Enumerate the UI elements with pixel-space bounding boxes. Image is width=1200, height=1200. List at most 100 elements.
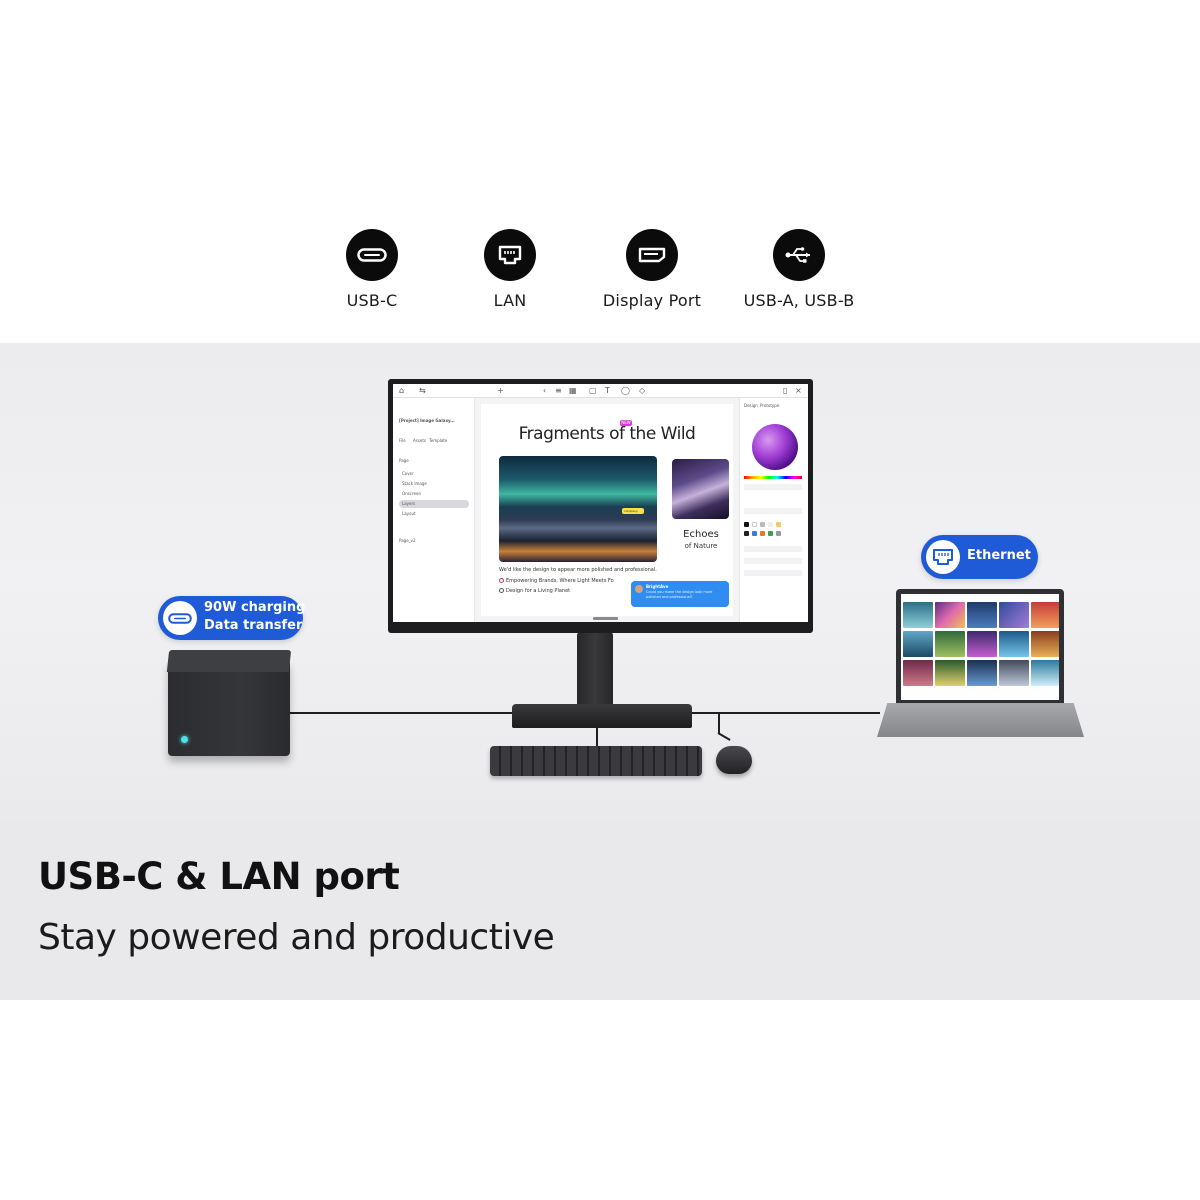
checked-icon	[499, 578, 504, 583]
gallery-tile	[967, 660, 997, 686]
display-port-icon	[626, 229, 678, 281]
canvas-body: We'd like the design to appear more poli…	[499, 567, 657, 573]
monitor: ⌂ ⇆ + ‹ ≡ ▦ ▢ T ◯ ◇ ▯ × [Project] Image …	[388, 379, 813, 633]
usb-c-charging-badge: 90W charging Data transfer	[158, 596, 306, 640]
galaxy-photo	[672, 459, 729, 519]
tab-file[interactable]: File	[399, 438, 406, 443]
swatch[interactable]	[752, 531, 757, 536]
dock-power-led	[181, 736, 188, 743]
comment-text: Could you make the design look more poli…	[646, 590, 713, 599]
back-icon[interactable]: ‹	[543, 386, 547, 395]
menu-icon[interactable]: ≡	[555, 386, 562, 395]
laptop-base	[877, 703, 1084, 737]
badge-line-charging: 90W charging	[204, 600, 306, 615]
style-field[interactable]	[744, 508, 802, 514]
tab-template[interactable]: Template	[429, 438, 448, 443]
usb-c-port-icon	[163, 601, 197, 635]
page-item[interactable]: Stack Image	[402, 481, 427, 486]
port-usb-c: USB-C	[282, 229, 462, 310]
design-panel: Design Prototype	[739, 398, 808, 622]
port-display-port: Display Port	[562, 229, 742, 310]
swatch[interactable]	[760, 522, 765, 527]
checklist-item: Design for a Living Planet	[499, 588, 570, 594]
avatar	[635, 585, 643, 593]
gallery-tile	[967, 631, 997, 657]
swatch[interactable]	[776, 522, 781, 527]
grid-icon[interactable]: ▦	[569, 386, 577, 395]
swatch[interactable]	[760, 531, 765, 536]
monitor-logo	[593, 617, 618, 620]
port-label: Display Port	[602, 291, 702, 310]
plus-icon[interactable]: +	[497, 386, 504, 395]
checklist-text: Empowering Brands, Where Light Meets Fo	[506, 578, 614, 584]
caption-band	[0, 820, 1200, 1000]
page-item-active[interactable]: Layers	[399, 500, 469, 508]
tab-design[interactable]: Design	[744, 403, 758, 408]
tab-prototype[interactable]: Prototype	[760, 403, 780, 408]
gallery-tile	[903, 660, 933, 686]
export-field[interactable]	[744, 570, 802, 576]
home-icon[interactable]: ⌂	[399, 386, 405, 395]
stroke-field[interactable]	[744, 546, 802, 552]
echoes-subtitle: of Nature	[684, 542, 718, 550]
swatch[interactable]	[744, 531, 749, 536]
page-item[interactable]: Cover	[402, 471, 414, 476]
lan-port-icon	[484, 229, 536, 281]
app-toolbar: ⌂ ⇆ + ‹ ≡ ▦ ▢ T ◯ ◇ ▯ ×	[393, 384, 808, 398]
gallery-tile	[1031, 660, 1059, 686]
swatch[interactable]	[744, 522, 749, 527]
swatch[interactable]	[776, 531, 781, 536]
swatch[interactable]	[768, 531, 773, 536]
echoes-title: Echoes	[683, 529, 719, 540]
cable-mouse	[718, 712, 720, 734]
hue-slider[interactable]	[744, 476, 802, 479]
port-usb-a-b: USB-A, USB-B	[709, 229, 889, 310]
port-label: LAN	[493, 291, 527, 310]
port-label: USB-C	[346, 291, 398, 310]
effects-field[interactable]	[744, 558, 802, 564]
layers-panel: [Project] Image Galaxy... File Assets Te…	[393, 398, 475, 622]
usb-c-dock	[168, 660, 290, 756]
ethernet-badge: Ethernet	[921, 535, 1038, 579]
checklist-item: Empowering Brands, Where Light Meets Fo	[499, 578, 614, 584]
frame-icon[interactable]: ▢	[589, 386, 597, 395]
cursor-tag: company	[622, 508, 644, 514]
usb-c-port-icon	[346, 229, 398, 281]
gallery-tile	[967, 602, 997, 628]
checklist-text: Design for a Living Planet	[506, 588, 571, 594]
gallery-tile	[903, 631, 933, 657]
usb-icon	[773, 229, 825, 281]
cable-monitor-to-laptop	[690, 712, 880, 714]
settings-icon[interactable]: ⇆	[419, 386, 426, 395]
gallery-tile	[1031, 602, 1059, 628]
swatch[interactable]	[752, 522, 757, 527]
tab-assets[interactable]: Assets	[413, 438, 427, 443]
comment-author: BrightAve	[646, 584, 669, 589]
gallery-tile	[935, 602, 965, 628]
tag-icon[interactable]: ◇	[639, 386, 646, 395]
close-icon[interactable]: ×	[795, 386, 802, 395]
port-lan: LAN	[420, 229, 600, 310]
swatch[interactable]	[768, 522, 773, 527]
color-picker[interactable]	[752, 424, 798, 470]
monitor-stand-neck	[577, 633, 613, 708]
ethernet-label: Ethernet	[967, 548, 1031, 563]
laptop-screen	[901, 594, 1059, 700]
project-title: [Project] Image Galaxy...	[399, 418, 455, 423]
gallery-tile	[1031, 631, 1059, 657]
dock-top-surface	[166, 650, 292, 672]
color-field[interactable]	[744, 484, 802, 490]
gallery-tile	[999, 660, 1029, 686]
page-item[interactable]: Layout	[402, 511, 416, 516]
canvas-title: Fragments of the Wild	[518, 424, 696, 444]
text-tool-icon[interactable]: T	[605, 386, 610, 395]
device-icon[interactable]: ▯	[783, 386, 788, 395]
lan-port-icon	[926, 540, 960, 574]
new-badge: NEW	[620, 420, 632, 426]
gallery-tile	[935, 660, 965, 686]
page-item[interactable]: Onscreen	[402, 491, 421, 496]
section-page: Page	[399, 458, 409, 463]
badge-line-data: Data transfer	[204, 618, 303, 633]
shape-icon[interactable]: ◯	[621, 386, 630, 395]
subheadline: Stay powered and productive	[38, 917, 555, 958]
